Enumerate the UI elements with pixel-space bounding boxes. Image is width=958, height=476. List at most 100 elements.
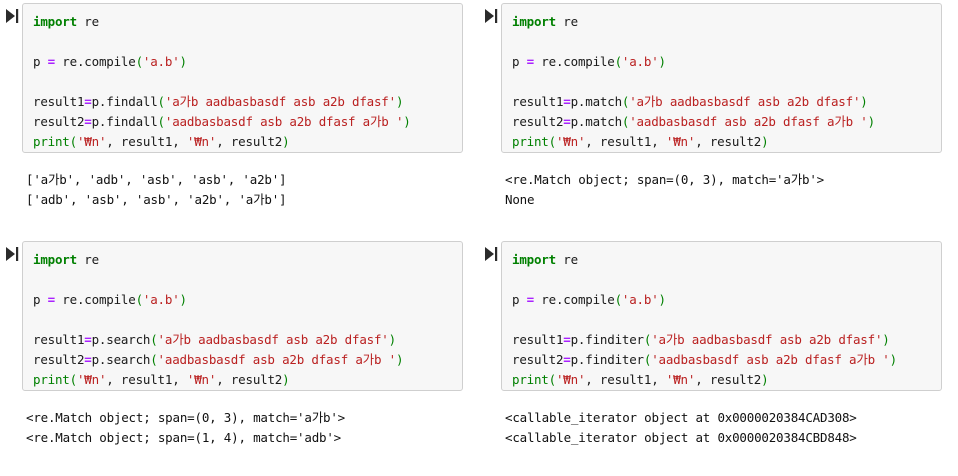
output-line: <re.Match object; span=(1, 4), match='ad… [26, 430, 342, 445]
code-line: result1=p.finditer('a가b aadbasbasdf asb … [512, 330, 941, 350]
cell-output: <re.Match object; span=(0, 3), match='a가… [505, 170, 950, 210]
code-editor-area[interactable]: import re p = re.compile('a.b') result1=… [501, 3, 942, 153]
code-token: = [563, 114, 571, 129]
code-token: p [33, 54, 48, 69]
code-token: ( [548, 134, 557, 149]
code-token: import [512, 14, 556, 29]
code-token: '₩n' [665, 134, 696, 149]
code-token: , result1, [585, 372, 666, 387]
code-token: result1 [33, 332, 85, 347]
code-token: ) [761, 372, 769, 387]
code-line: result2=p.findall('aadbasbasdf asb a2b d… [33, 112, 462, 132]
code-token: '₩n' [665, 372, 696, 387]
run-cell-icon[interactable] [484, 246, 498, 262]
code-token: 'a.b' [621, 54, 659, 69]
code-token: p.finditer [570, 332, 644, 347]
code-token: 'aadbasbasdf asb a2b dfasf a가b ' [629, 114, 868, 129]
code-token: re [555, 14, 578, 29]
code-editor-area[interactable]: import re p = re.compile('a.b') result1=… [501, 241, 942, 391]
code-token: ( [157, 94, 166, 109]
code-token: ( [150, 352, 158, 367]
code-token: re [76, 14, 99, 29]
code-token: = [84, 114, 92, 129]
code-line [33, 32, 462, 52]
run-cell-icon[interactable] [484, 8, 498, 24]
code-token: p.findall [91, 94, 158, 109]
code-token: '₩n' [555, 134, 586, 149]
code-token: ) [860, 94, 868, 109]
code-token: ) [889, 352, 898, 367]
code-token: 'a.b' [142, 54, 180, 69]
code-token: p.search [91, 352, 151, 367]
code-line: print('₩n', result1, '₩n', result2) [33, 132, 462, 152]
code-token: , result2 [695, 372, 762, 387]
code-line [33, 310, 462, 330]
code-editor-area[interactable]: import re p = re.compile('a.b') result1=… [22, 3, 463, 153]
code-token: ( [621, 114, 630, 129]
output-line: <callable_iterator object at 0x000002038… [505, 410, 857, 425]
output-line: ['adb', 'asb', 'asb', 'a2b', 'a가b'] [26, 192, 287, 207]
code-token: '₩n' [555, 372, 586, 387]
code-token: ( [643, 332, 652, 347]
code-token: result2 [33, 352, 85, 367]
code-token: , result1, [585, 134, 666, 149]
code-token: result1 [512, 94, 564, 109]
code-line: p = re.compile('a.b') [512, 290, 941, 310]
code-token: , result2 [695, 134, 762, 149]
code-token: ( [135, 54, 144, 69]
code-token: result1 [33, 94, 85, 109]
output-line: None [505, 192, 535, 207]
output-line: ['a가b', 'adb', 'asb', 'asb', 'a2b'] [26, 172, 287, 187]
code-token: '₩n' [186, 372, 217, 387]
code-line: result1=p.match('a가b aadbasbasdf asb a2b… [512, 92, 941, 112]
code-token: ) [388, 332, 397, 347]
code-token: result2 [512, 114, 564, 129]
code-line: import re [512, 12, 941, 32]
code-token: = [47, 292, 56, 307]
code-token: ) [882, 332, 890, 347]
code-line: import re [512, 250, 941, 270]
code-line [512, 270, 941, 290]
code-token: p [33, 292, 48, 307]
code-token: re.compile [54, 54, 136, 69]
code-line: result1=p.findall('a가b aadbasbasdf asb a… [33, 92, 462, 112]
code-token: ( [614, 292, 623, 307]
code-line: result2=p.finditer('aadbasbasdf asb a2b … [512, 350, 941, 370]
code-token: result2 [33, 114, 85, 129]
code-token: ) [179, 54, 188, 69]
run-cell-icon[interactable] [5, 246, 19, 262]
code-token: ( [643, 352, 652, 367]
code-lines: import re p = re.compile('a.b') result1=… [33, 12, 462, 152]
code-token: ) [867, 114, 876, 129]
code-line: import re [33, 250, 462, 270]
code-token: 'a가b aadbasbasdf asb a2b dfasf' [629, 94, 861, 109]
code-token: 'a가b aadbasbasdf asb a2b dfasf' [164, 94, 396, 109]
code-token: ) [658, 54, 667, 69]
code-token: re [555, 252, 578, 267]
code-token: = [563, 332, 571, 347]
code-token: import [33, 252, 77, 267]
code-line [512, 72, 941, 92]
code-token: ) [403, 114, 411, 129]
code-token: ( [621, 94, 630, 109]
code-token: '₩n' [186, 134, 217, 149]
notebook-cell-finditer: import re p = re.compile('a.b') result1=… [479, 238, 958, 476]
code-line: p = re.compile('a.b') [33, 52, 462, 72]
notebook-cell-findall: import re p = re.compile('a.b') result1=… [0, 0, 479, 238]
code-token: '₩n' [76, 134, 107, 149]
code-token: ( [548, 372, 557, 387]
code-token: ) [179, 292, 188, 307]
run-cell-icon[interactable] [5, 8, 19, 24]
code-token: = [563, 94, 571, 109]
code-editor-area[interactable]: import re p = re.compile('a.b') result1=… [22, 241, 463, 391]
cell-output: <callable_iterator object at 0x000002038… [505, 408, 950, 448]
code-token: ) [761, 134, 769, 149]
code-line: print('₩n', result1, '₩n', result2) [33, 370, 462, 390]
code-token: ) [395, 94, 404, 109]
code-token: p.match [570, 94, 622, 109]
code-line: result2=p.match('aadbasbasdf asb a2b dfa… [512, 112, 941, 132]
code-token: import [512, 252, 556, 267]
code-token: 'a.b' [142, 292, 180, 307]
code-token: = [526, 54, 535, 69]
